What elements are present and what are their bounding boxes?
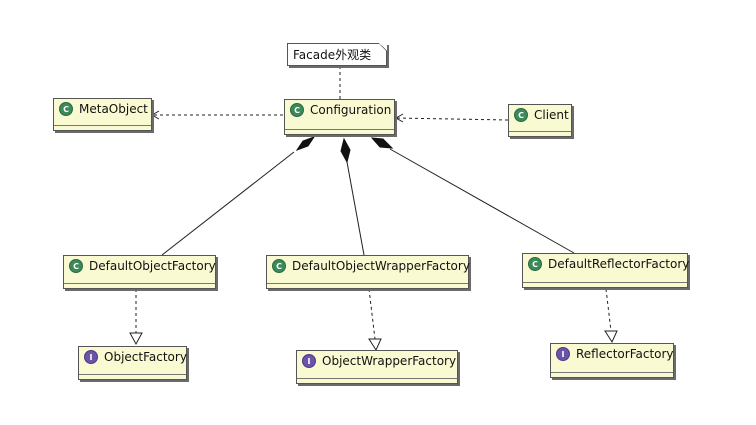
dependency-arrowhead-metaobject [150, 110, 160, 120]
class-header: C MetaObject [54, 99, 151, 118]
class-icon: C [272, 259, 286, 273]
realization-arrowhead-object-wrapper-factory [368, 338, 382, 352]
class-default-object-factory[interactable]: C DefaultObjectFactory [63, 255, 216, 289]
interface-icon: I [556, 347, 570, 361]
class-compartment-divider [297, 378, 457, 383]
class-configuration[interactable]: C Configuration [284, 99, 395, 135]
composition-line-default-object-factory [161, 151, 295, 256]
facade-note-text: Facade外观类 [293, 48, 372, 62]
realization-line-reflector-factory [605, 288, 612, 332]
class-name: Configuration [310, 103, 392, 117]
class-compartment-divider [54, 125, 151, 130]
class-header: C Client [509, 105, 571, 124]
class-default-object-wrapper-factory[interactable]: C DefaultObjectWrapperFactory [266, 255, 470, 289]
class-compartment-divider [267, 283, 468, 288]
class-icon: C [528, 257, 542, 271]
class-name: ReflectorFactory [576, 347, 674, 361]
class-compartment-divider [523, 282, 687, 287]
class-name: MetaObject [79, 102, 148, 116]
class-client[interactable]: C Client [508, 104, 572, 137]
realization-arrowhead-object-factory [129, 332, 143, 346]
class-name: ObjectWrapperFactory [322, 354, 457, 368]
interface-object-factory[interactable]: I ObjectFactory [78, 346, 187, 380]
class-icon: C [290, 103, 304, 117]
interface-reflector-factory[interactable]: I ReflectorFactory [550, 343, 674, 378]
class-compartment-divider [509, 131, 571, 136]
class-header: C DefaultObjectWrapperFactory [267, 256, 470, 275]
class-compartment-divider [285, 129, 394, 134]
class-header: I ObjectFactory [79, 347, 187, 366]
composition-line-default-reflector-factory [389, 148, 575, 254]
class-compartment-divider [79, 374, 186, 379]
class-metaobject[interactable]: C MetaObject [53, 98, 152, 131]
interface-icon: I [84, 350, 98, 364]
composition-diamond-default-object-factory [295, 136, 316, 151]
composition-line-default-object-wrapper-factory [346, 161, 365, 256]
class-name: DefaultReflectorFactory [548, 257, 690, 271]
interface-icon: I [302, 354, 316, 368]
dependency-client-config-line [395, 117, 509, 121]
realization-line-object-wrapper-factory [368, 288, 376, 340]
class-name: ObjectFactory [104, 350, 187, 364]
class-default-reflector-factory[interactable]: C DefaultReflectorFactory [522, 253, 690, 288]
class-header: C Configuration [285, 100, 394, 119]
class-header: C DefaultReflectorFactory [523, 254, 690, 273]
dependency-arrowhead-configuration [394, 113, 404, 123]
note-fold-corner [379, 43, 387, 51]
class-header: I ObjectWrapperFactory [297, 351, 457, 370]
class-name: DefaultObjectFactory [89, 259, 216, 273]
class-name: Client [534, 108, 569, 122]
composition-diamond-default-reflector-factory [370, 137, 394, 149]
class-name: DefaultObjectWrapperFactory [292, 259, 470, 273]
class-header: I ReflectorFactory [551, 344, 674, 363]
interface-object-wrapper-factory[interactable]: I ObjectWrapperFactory [296, 350, 458, 384]
class-compartment-divider [64, 283, 215, 288]
class-header: C DefaultObjectFactory [64, 256, 216, 275]
class-icon: C [69, 259, 83, 273]
class-compartment-divider [551, 372, 673, 377]
realization-arrowhead-reflector-factory [604, 330, 618, 344]
facade-note[interactable]: Facade外观类 [287, 43, 387, 66]
composition-diamond-default-object-wrapper-factory [340, 137, 351, 164]
class-icon: C [59, 102, 73, 116]
class-icon: C [514, 108, 528, 122]
